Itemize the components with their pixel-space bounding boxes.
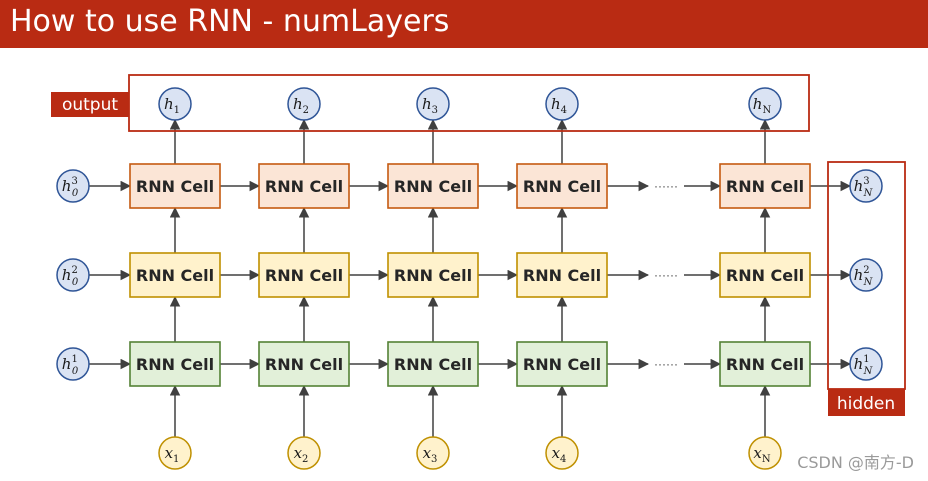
output-tag-label: output: [62, 95, 118, 115]
hidden-tag: [828, 389, 905, 416]
rnn-cell-label: RNN Cell: [726, 177, 804, 196]
hidden-tag-label: hidden: [837, 394, 895, 414]
rnn-cell-label: RNN Cell: [726, 266, 804, 285]
rnn-cell-layer3-1: [129, 163, 221, 209]
rnn-cell-layer2-5: [719, 252, 811, 298]
rnn-cell-label: RNN Cell: [726, 355, 804, 374]
output-node-3: [416, 87, 450, 121]
rnn-cell-layer1-2: [258, 341, 350, 387]
rnn-cell-label: RNN Cell: [136, 355, 214, 374]
rnn-cell-label: RNN Cell: [394, 177, 472, 196]
page-title: How to use RNN - numLayers: [10, 4, 450, 39]
rnn-cell-label: RNN Cell: [523, 355, 601, 374]
rnn-cell-layer1-1: [129, 341, 221, 387]
output-node-1: [158, 87, 192, 121]
input-node-4: [545, 436, 579, 470]
rnn-cell-label: RNN Cell: [265, 177, 343, 196]
rnn-cell-label: RNN Cell: [394, 266, 472, 285]
ellipsis-layer1: ······: [654, 357, 678, 371]
rnn-cell-layer2-2: [258, 252, 350, 298]
rnn-cell-label: RNN Cell: [394, 355, 472, 374]
initial-hidden-node-3: [56, 169, 90, 203]
rnn-cell-layer3-5: [719, 163, 811, 209]
title-bar: How to use RNN - numLayers: [0, 0, 928, 48]
rnn-cell-layer1-3: [387, 341, 479, 387]
rnn-cell-label: RNN Cell: [265, 355, 343, 374]
final-hidden-node-1: [849, 347, 883, 381]
input-node-2: [287, 436, 321, 470]
initial-hidden-node-1: [56, 347, 90, 381]
rnn-cell-layer3-4: [516, 163, 608, 209]
rnn-cell-layer1-4: [516, 341, 608, 387]
rnn-cell-layer2-3: [387, 252, 479, 298]
input-node-3: [416, 436, 450, 470]
final-hidden-node-3: [849, 169, 883, 203]
output-node-4: [545, 87, 579, 121]
ellipsis-layer3: ······: [654, 179, 678, 193]
ellipsis-layer2: ······: [654, 268, 678, 282]
watermark: CSDN @南方-D: [797, 453, 914, 472]
final-hidden-node-2: [849, 258, 883, 292]
rnn-cell-layer2-1: [129, 252, 221, 298]
rnn-cell-label: RNN Cell: [265, 266, 343, 285]
rnn-cell-layer1-5: [719, 341, 811, 387]
output-node-N: [748, 87, 782, 121]
rnn-cell-layer2-4: [516, 252, 608, 298]
output-tag: [51, 92, 129, 117]
input-node-N: [748, 436, 782, 470]
input-node-1: [158, 436, 192, 470]
rnn-cell-label: RNN Cell: [136, 177, 214, 196]
rnn-cell-label: RNN Cell: [523, 266, 601, 285]
initial-hidden-node-2: [56, 258, 90, 292]
rnn-cell-layer3-3: [387, 163, 479, 209]
output-frame: [128, 74, 810, 132]
rnn-cell-layer3-2: [258, 163, 350, 209]
output-node-2: [287, 87, 321, 121]
rnn-cell-label: RNN Cell: [136, 266, 214, 285]
rnn-cell-label: RNN Cell: [523, 177, 601, 196]
